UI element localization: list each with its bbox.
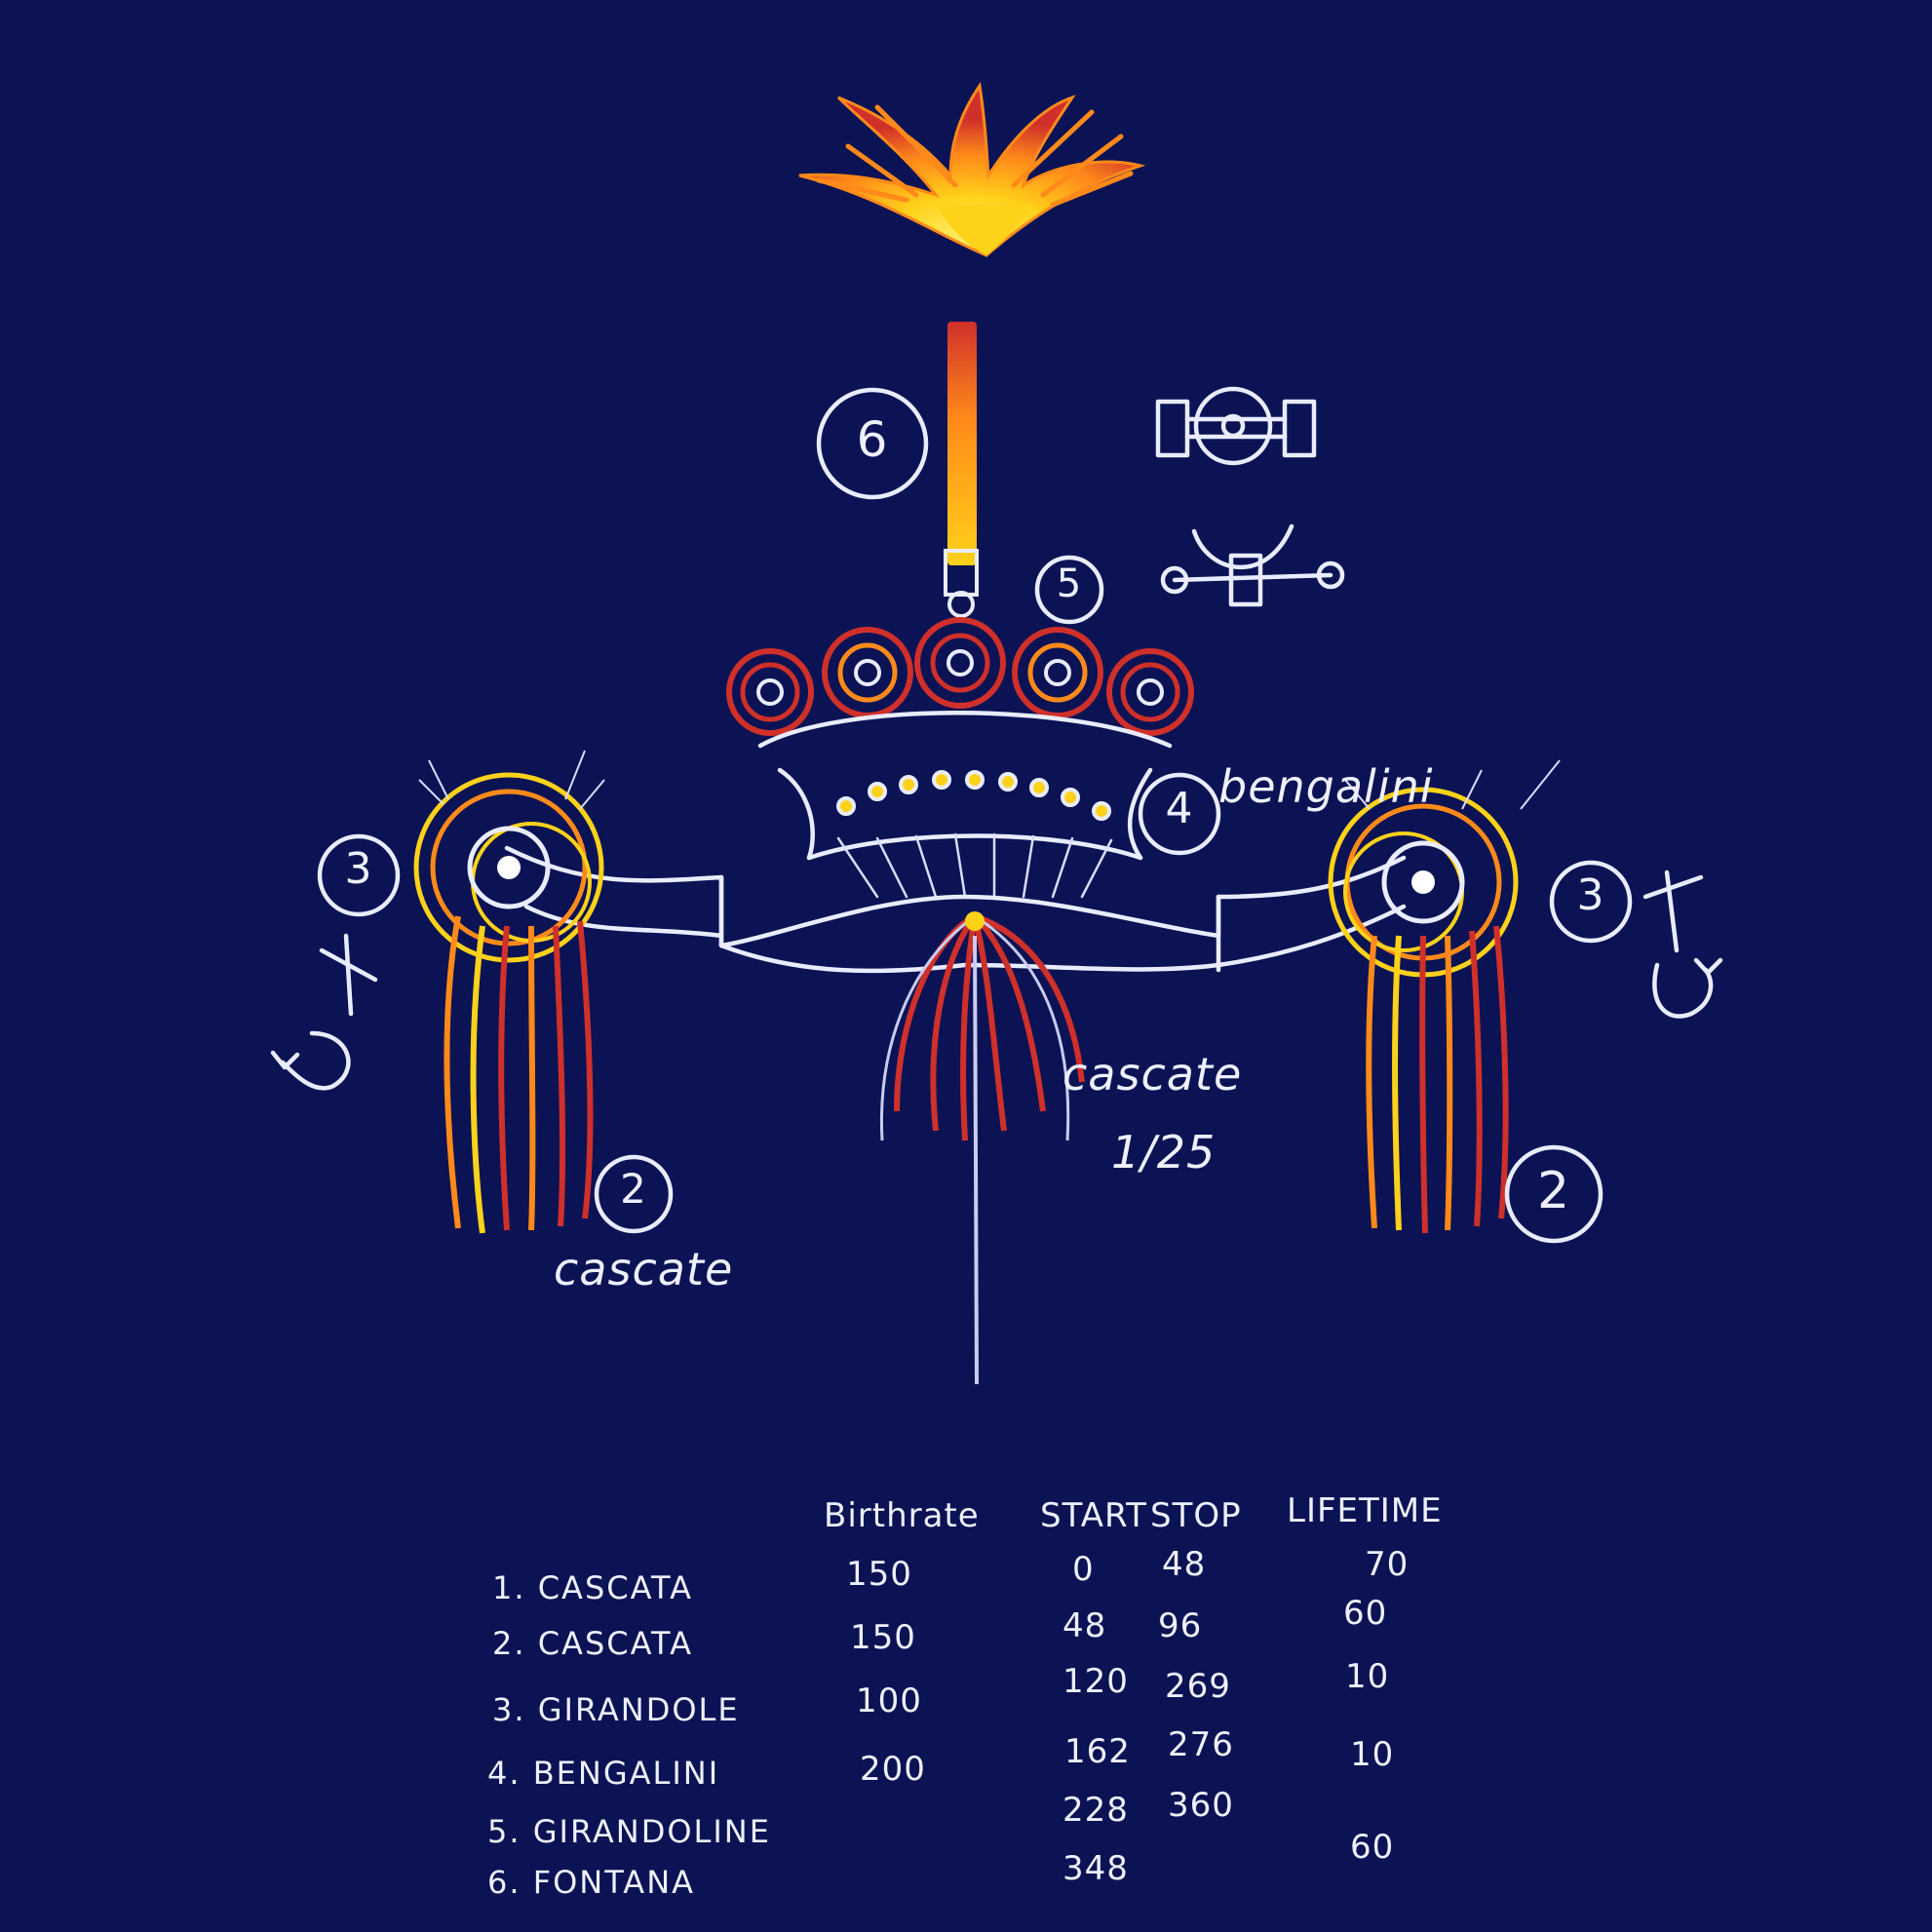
- center-cascade: [879, 911, 1085, 1385]
- row-6-lifetime: 60: [1350, 1828, 1395, 1867]
- marker-4: 4: [1165, 784, 1194, 833]
- row-1-start: 0: [1072, 1550, 1095, 1589]
- marker-5: 5: [1056, 561, 1083, 606]
- row-3-lifetime: 10: [1345, 1657, 1390, 1696]
- row-3-name: 3. GIRANDOLE: [492, 1691, 740, 1728]
- row-2-start: 48: [1063, 1606, 1107, 1645]
- left-rotation-arrow: [270, 933, 378, 1091]
- marker-3-right: 3: [1576, 870, 1605, 920]
- row-4-birthrate: 200: [860, 1750, 926, 1789]
- row-1-name: 1. CASCATA: [492, 1569, 693, 1606]
- row-3-stop: 269: [1165, 1667, 1231, 1706]
- row-5-start: 228: [1063, 1791, 1129, 1830]
- fountain-burst: [798, 82, 1146, 257]
- marker-2-left: 2: [620, 1165, 647, 1213]
- row-2-birthrate: 150: [850, 1618, 916, 1657]
- row-2-lifetime: 60: [1343, 1594, 1388, 1633]
- row-6-start: 348: [1063, 1849, 1129, 1888]
- right-rotation-arrow: [1642, 869, 1723, 1019]
- header-start: START: [1040, 1496, 1147, 1535]
- row-2-stop: 96: [1158, 1606, 1203, 1645]
- mechanism-sketch-top: [1155, 386, 1317, 466]
- fountain-stick: [944, 322, 979, 618]
- label-cascate-left: cascate: [554, 1243, 734, 1295]
- row-4-stop: 276: [1168, 1725, 1234, 1764]
- label-cascate-ratio: 1/25: [1111, 1126, 1217, 1179]
- row-2-name: 2. CASCATA: [492, 1625, 693, 1662]
- row-4-start: 162: [1064, 1732, 1131, 1771]
- row-3-birthrate: 100: [856, 1681, 922, 1720]
- row-1-birthrate: 150: [846, 1555, 912, 1594]
- bengalini-dots: [836, 770, 1111, 821]
- marker-6: 6: [856, 411, 889, 468]
- right-cascade: [1366, 925, 1509, 1234]
- arms: [504, 845, 1407, 974]
- header-stop: STOP: [1150, 1496, 1242, 1535]
- marker-2-right: 2: [1536, 1162, 1571, 1220]
- mechanism-sketch-bottom: [1160, 523, 1345, 607]
- marker-3-left: 3: [344, 844, 373, 894]
- row-1-lifetime: 70: [1365, 1545, 1410, 1584]
- header-lifetime: LIFETIME: [1287, 1491, 1443, 1530]
- left-girandola: [413, 750, 605, 963]
- row-5-name: 5. GIRANDOLINE: [487, 1813, 771, 1850]
- row-4-name: 4. BENGALINI: [487, 1755, 720, 1792]
- row-1-stop: 48: [1162, 1545, 1207, 1584]
- girandoline-row: [726, 617, 1194, 736]
- row-3-start: 120: [1063, 1662, 1129, 1701]
- label-bengalini: bengalini: [1218, 760, 1434, 813]
- label-cascate-center: cascate: [1063, 1048, 1243, 1101]
- marker-circles: [317, 387, 1633, 1244]
- row-5-stop: 360: [1168, 1786, 1234, 1825]
- row-6-name: 6. FONTANA: [487, 1864, 696, 1901]
- header-birthrate: Birthrate: [824, 1496, 980, 1535]
- central-body: [757, 711, 1173, 899]
- left-cascade: [444, 915, 594, 1234]
- row-4-lifetime: 10: [1350, 1735, 1395, 1774]
